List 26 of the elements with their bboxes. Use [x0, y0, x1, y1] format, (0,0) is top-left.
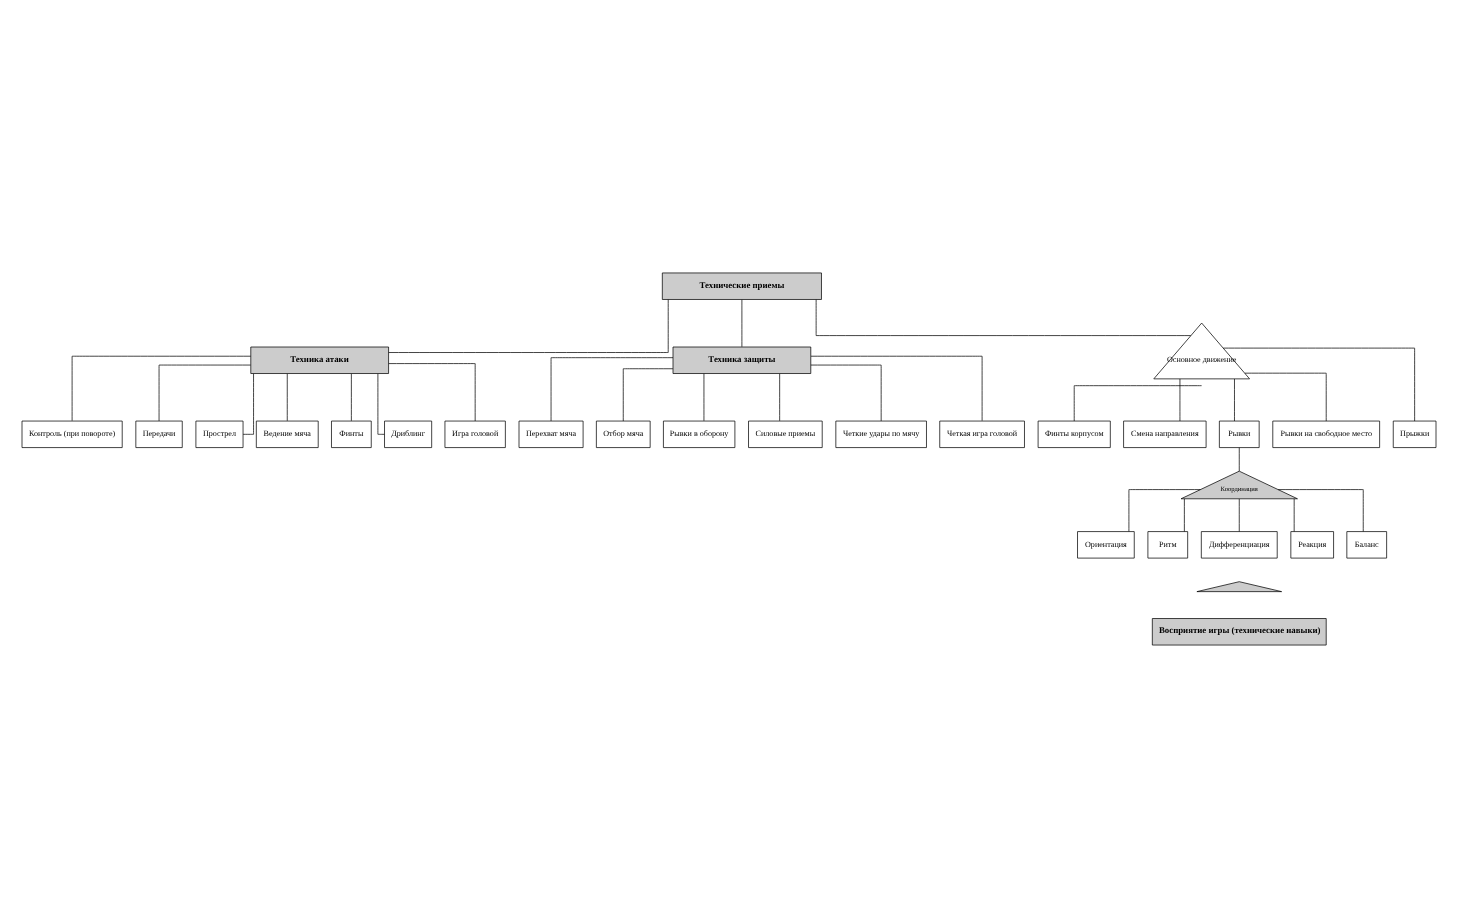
connector — [1244, 372, 1327, 422]
connector — [1277, 489, 1364, 532]
connector — [622, 368, 674, 422]
connector — [158, 364, 251, 422]
connector — [1238, 498, 1240, 532]
connector — [377, 373, 385, 435]
connector — [1179, 378, 1181, 422]
connector — [1073, 385, 1202, 422]
connector — [1128, 489, 1201, 532]
connector — [1238, 447, 1240, 472]
connector — [1293, 498, 1295, 532]
connector — [1234, 378, 1235, 422]
connector — [1222, 347, 1415, 422]
connector — [779, 373, 781, 422]
connector — [815, 299, 1192, 336]
connector — [388, 363, 476, 422]
connector — [71, 355, 252, 422]
node-triangle — [1196, 581, 1282, 592]
connector — [703, 373, 705, 422]
connector — [242, 373, 254, 435]
connector — [286, 373, 288, 422]
connector — [550, 357, 674, 422]
connector — [351, 373, 352, 422]
connector — [741, 299, 743, 348]
connector — [1184, 498, 1185, 532]
connector — [388, 299, 669, 353]
